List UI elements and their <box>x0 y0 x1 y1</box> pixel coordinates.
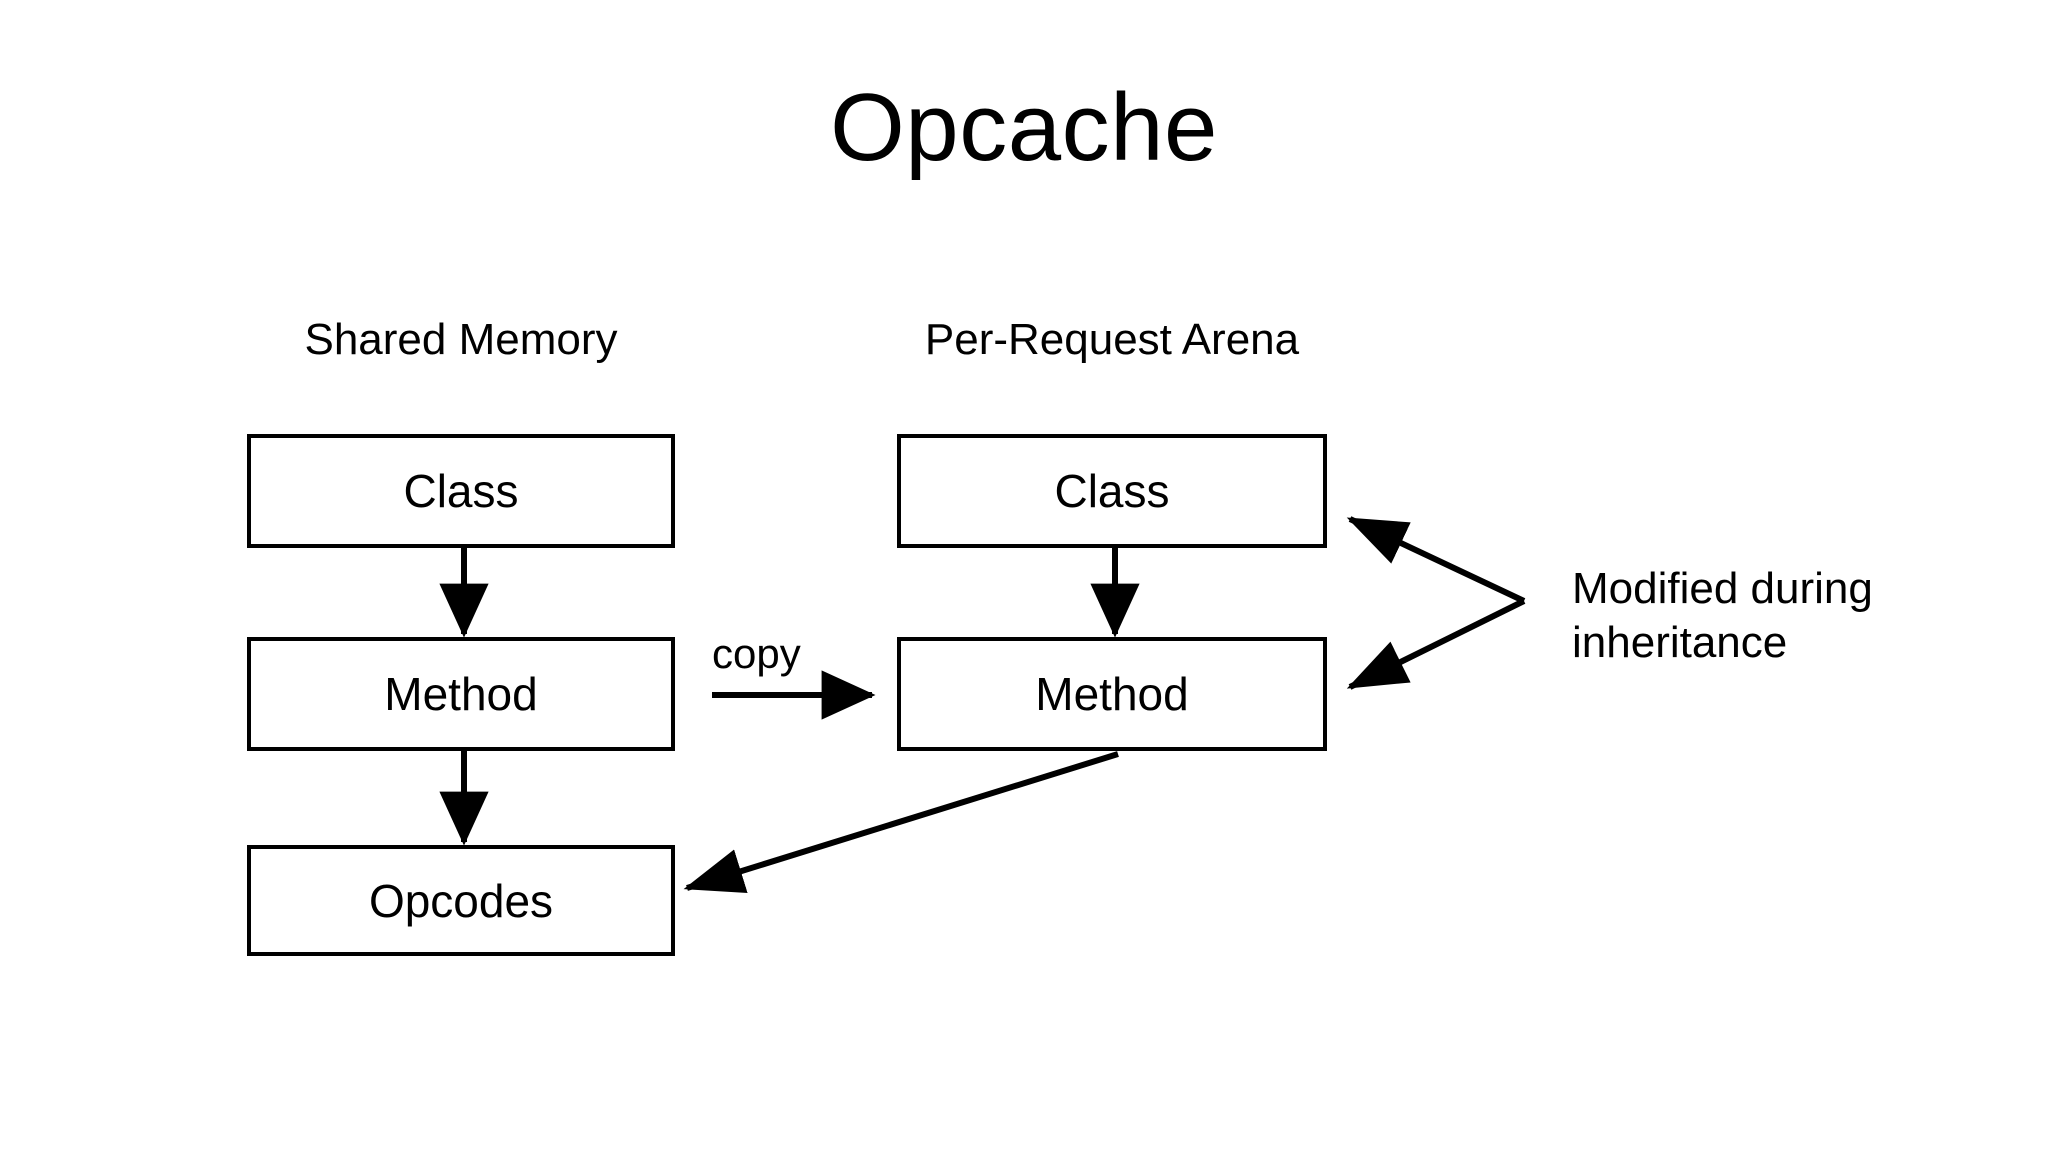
column-heading-per-request-arena: Per-Request Arena <box>924 315 1300 364</box>
column-heading-shared-memory: Shared Memory <box>304 315 618 364</box>
edge-label-copy: copy <box>712 630 801 677</box>
annotation-modified-during-inheritance: Modified during inheritance <box>1572 562 1992 669</box>
edge-annotation-to-pr-class <box>1346 516 1526 604</box>
edge-annotation-to-pr-method <box>1346 598 1526 690</box>
node-per-request-method: Method <box>897 637 1327 751</box>
annotation-line-1: Modified during <box>1572 564 1873 613</box>
node-per-request-class: Class <box>897 434 1327 548</box>
annotation-line-2: inheritance <box>1572 617 1788 667</box>
page-title: Opcache <box>830 74 1218 181</box>
node-shared-memory-method: Method <box>247 637 675 751</box>
edge-pr-method-to-sm-opcodes <box>683 751 1119 894</box>
node-shared-memory-class: Class <box>247 434 675 548</box>
node-shared-memory-opcodes: Opcodes <box>247 845 675 956</box>
